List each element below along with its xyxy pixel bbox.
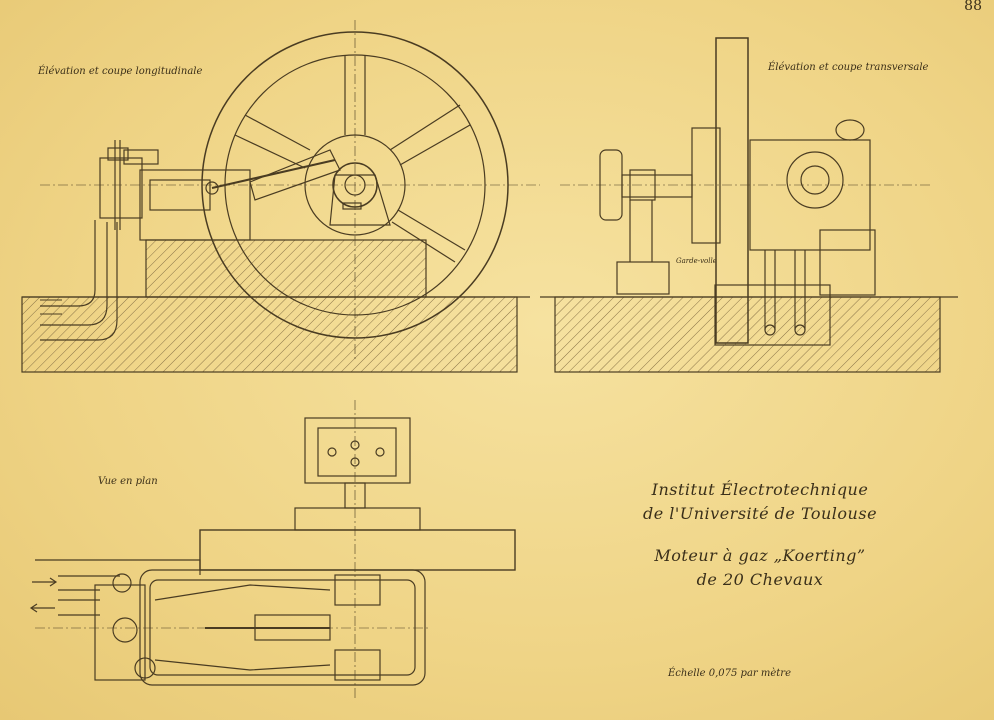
scale-note: Échelle 0,075 par mètre <box>668 668 791 679</box>
label-guard: Garde-volle <box>676 257 717 265</box>
title-institute: Institut Électrotechnique <box>651 480 869 499</box>
title-power: de 20 Chevaux <box>696 570 824 589</box>
label-transversal-view: Élévation et coupe transversale <box>768 62 929 73</box>
title-engine: Moteur à gaz „Koerting” <box>654 546 866 565</box>
page-number: 88 <box>964 0 982 14</box>
title-university: de l'Université de Toulouse <box>642 504 878 523</box>
longitudinal-elevation <box>21 20 540 373</box>
label-plan-view: Vue en plan <box>98 476 158 487</box>
transversal-elevation <box>540 37 958 373</box>
title-block: Institut Électrotechnique de l'Universit… <box>600 478 920 592</box>
label-longitudinal-view: Élévation et coupe longitudinale <box>38 66 203 77</box>
plan-view <box>29 400 516 700</box>
